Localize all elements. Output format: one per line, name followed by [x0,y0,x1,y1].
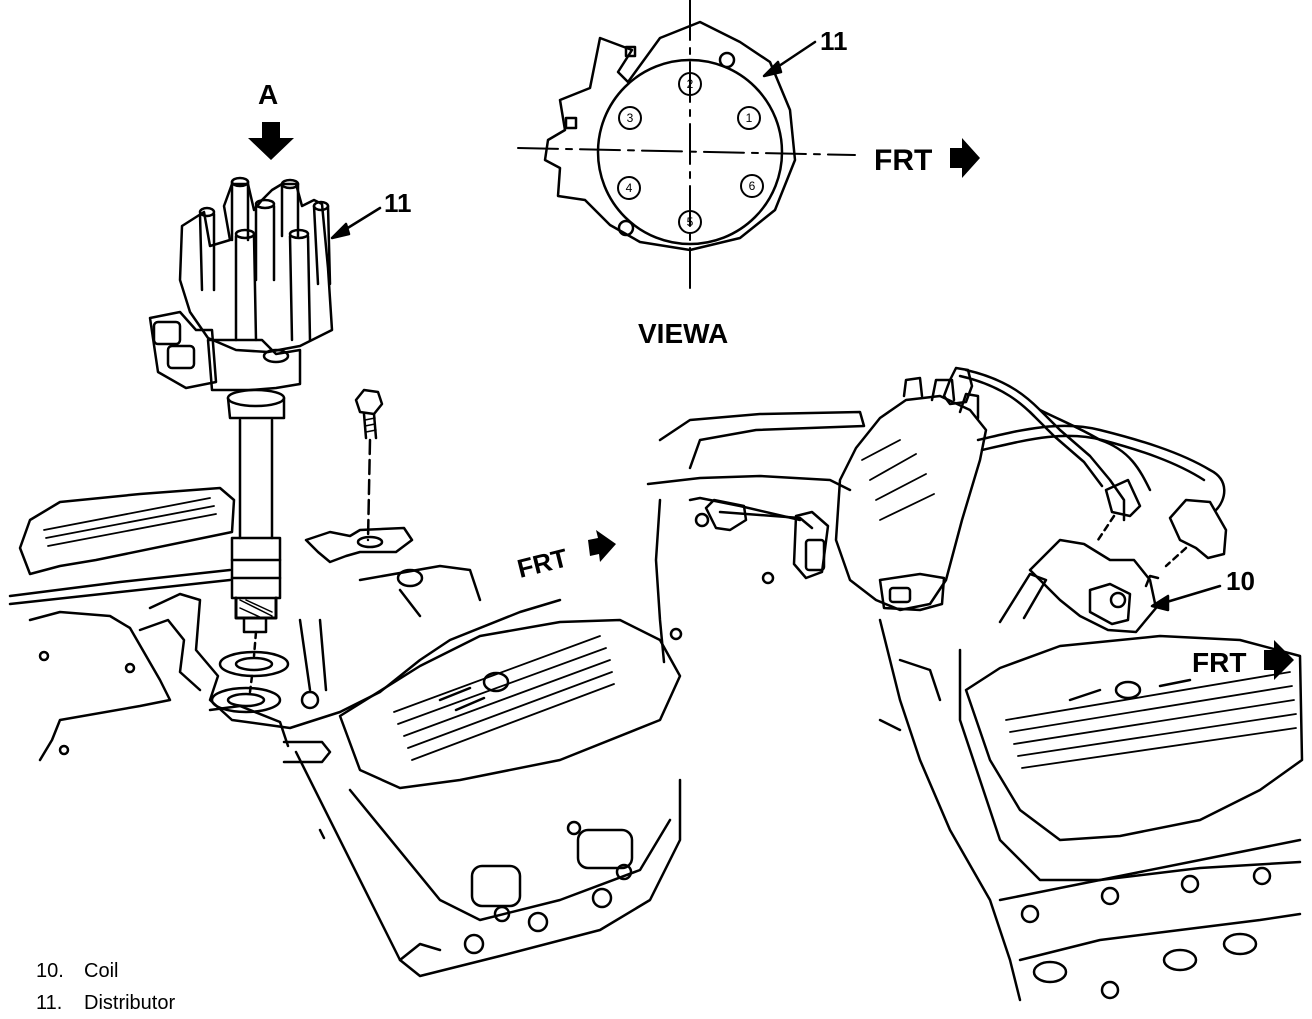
view-a-ref-number: 11 [820,26,848,56]
right-callout-leader [1158,584,1222,606]
left-frt-label: FRT [514,542,570,583]
distributor-shaft [226,388,286,634]
distributor-gear [234,596,278,620]
view-a-centerline-horizontal [517,147,856,156]
terminal-3 [618,106,642,130]
installed-distributor [792,376,988,612]
view-a-cap-circle [596,58,784,246]
legend-item: 11. Distributor [36,987,175,1019]
left-ref-number: 11 [384,188,412,218]
terminal-5-label: 5 [687,215,694,229]
terminal-4 [617,176,641,200]
view-a-frt-arrow [950,138,980,178]
view-marker-arrow [248,122,294,160]
legend-item-number: 10. [36,960,64,982]
terminal-2-label: 2 [687,77,694,91]
ignition-coil [998,538,1160,634]
view-a-frt-label: FRT [874,144,932,177]
right-frt-arrow [1264,640,1294,680]
parts-legend: 10. Coil 11. Distributor [36,955,175,1019]
terminal-2 [678,72,702,96]
right-view: 10 FRT [646,366,1304,1002]
hold-down-clamp [304,526,414,564]
ignition-coil-wire [942,366,1226,542]
cap-tower [198,212,216,292]
view-a-cap-diagram: 1 2 3 4 5 6 11 FRT VIEWA [517,0,980,349]
right-ref-number: 10 [1226,566,1255,596]
cap-connector [148,310,218,390]
legend-item-number: 11. [36,992,63,1014]
coil-harness-connector [1168,498,1228,560]
left-frt-arrow [588,530,616,562]
cap-tower [288,234,312,342]
terminal-6 [740,174,764,198]
terminal-1-label: 1 [746,111,753,125]
coil-wire-boot [1104,478,1142,518]
exhaust-port [576,828,634,870]
view-a-housing [543,20,797,252]
right-cylinder-head [878,618,1302,1002]
distributor-seal-upper [218,650,290,678]
terminal-3-label: 3 [627,111,634,125]
legend-item-text: Distributor [84,992,176,1014]
terminal-1 [737,106,761,130]
left-intake-manifold [138,564,562,764]
exhaust-port [470,864,522,908]
view-a-callout-arrowhead [762,60,783,78]
view-a-terminals [617,72,764,234]
cap-tower [254,204,276,282]
terminal-4-label: 4 [626,181,633,195]
left-cylinder-head [294,750,682,978]
cap-tower [234,234,258,342]
view-a-mount-hole [718,51,736,69]
cap-tower [280,182,300,238]
distributor-seal-lower [210,686,282,714]
left-view: A [8,79,682,978]
legend-item: 10. Coil [36,955,175,987]
view-a-mount-tab [564,116,578,130]
view-a-title: VIEWA [638,318,728,349]
left-valve-cover [8,486,236,762]
terminal-6-label: 6 [749,179,756,193]
right-valve-cover [964,634,1304,842]
terminal-5 [678,210,702,234]
cap-tower [312,204,332,286]
right-engine-block [646,410,866,664]
view-marker-a: A [258,79,278,110]
distributor-cap [148,176,334,392]
view-a-mount-hole [617,219,635,237]
left-view-valve-cover [338,618,682,790]
view-a-mount-tab [624,45,637,58]
right-frt-label: FRT [1192,647,1246,678]
hold-down-bolt [354,388,384,542]
legend-item-text: Coil [84,960,119,982]
